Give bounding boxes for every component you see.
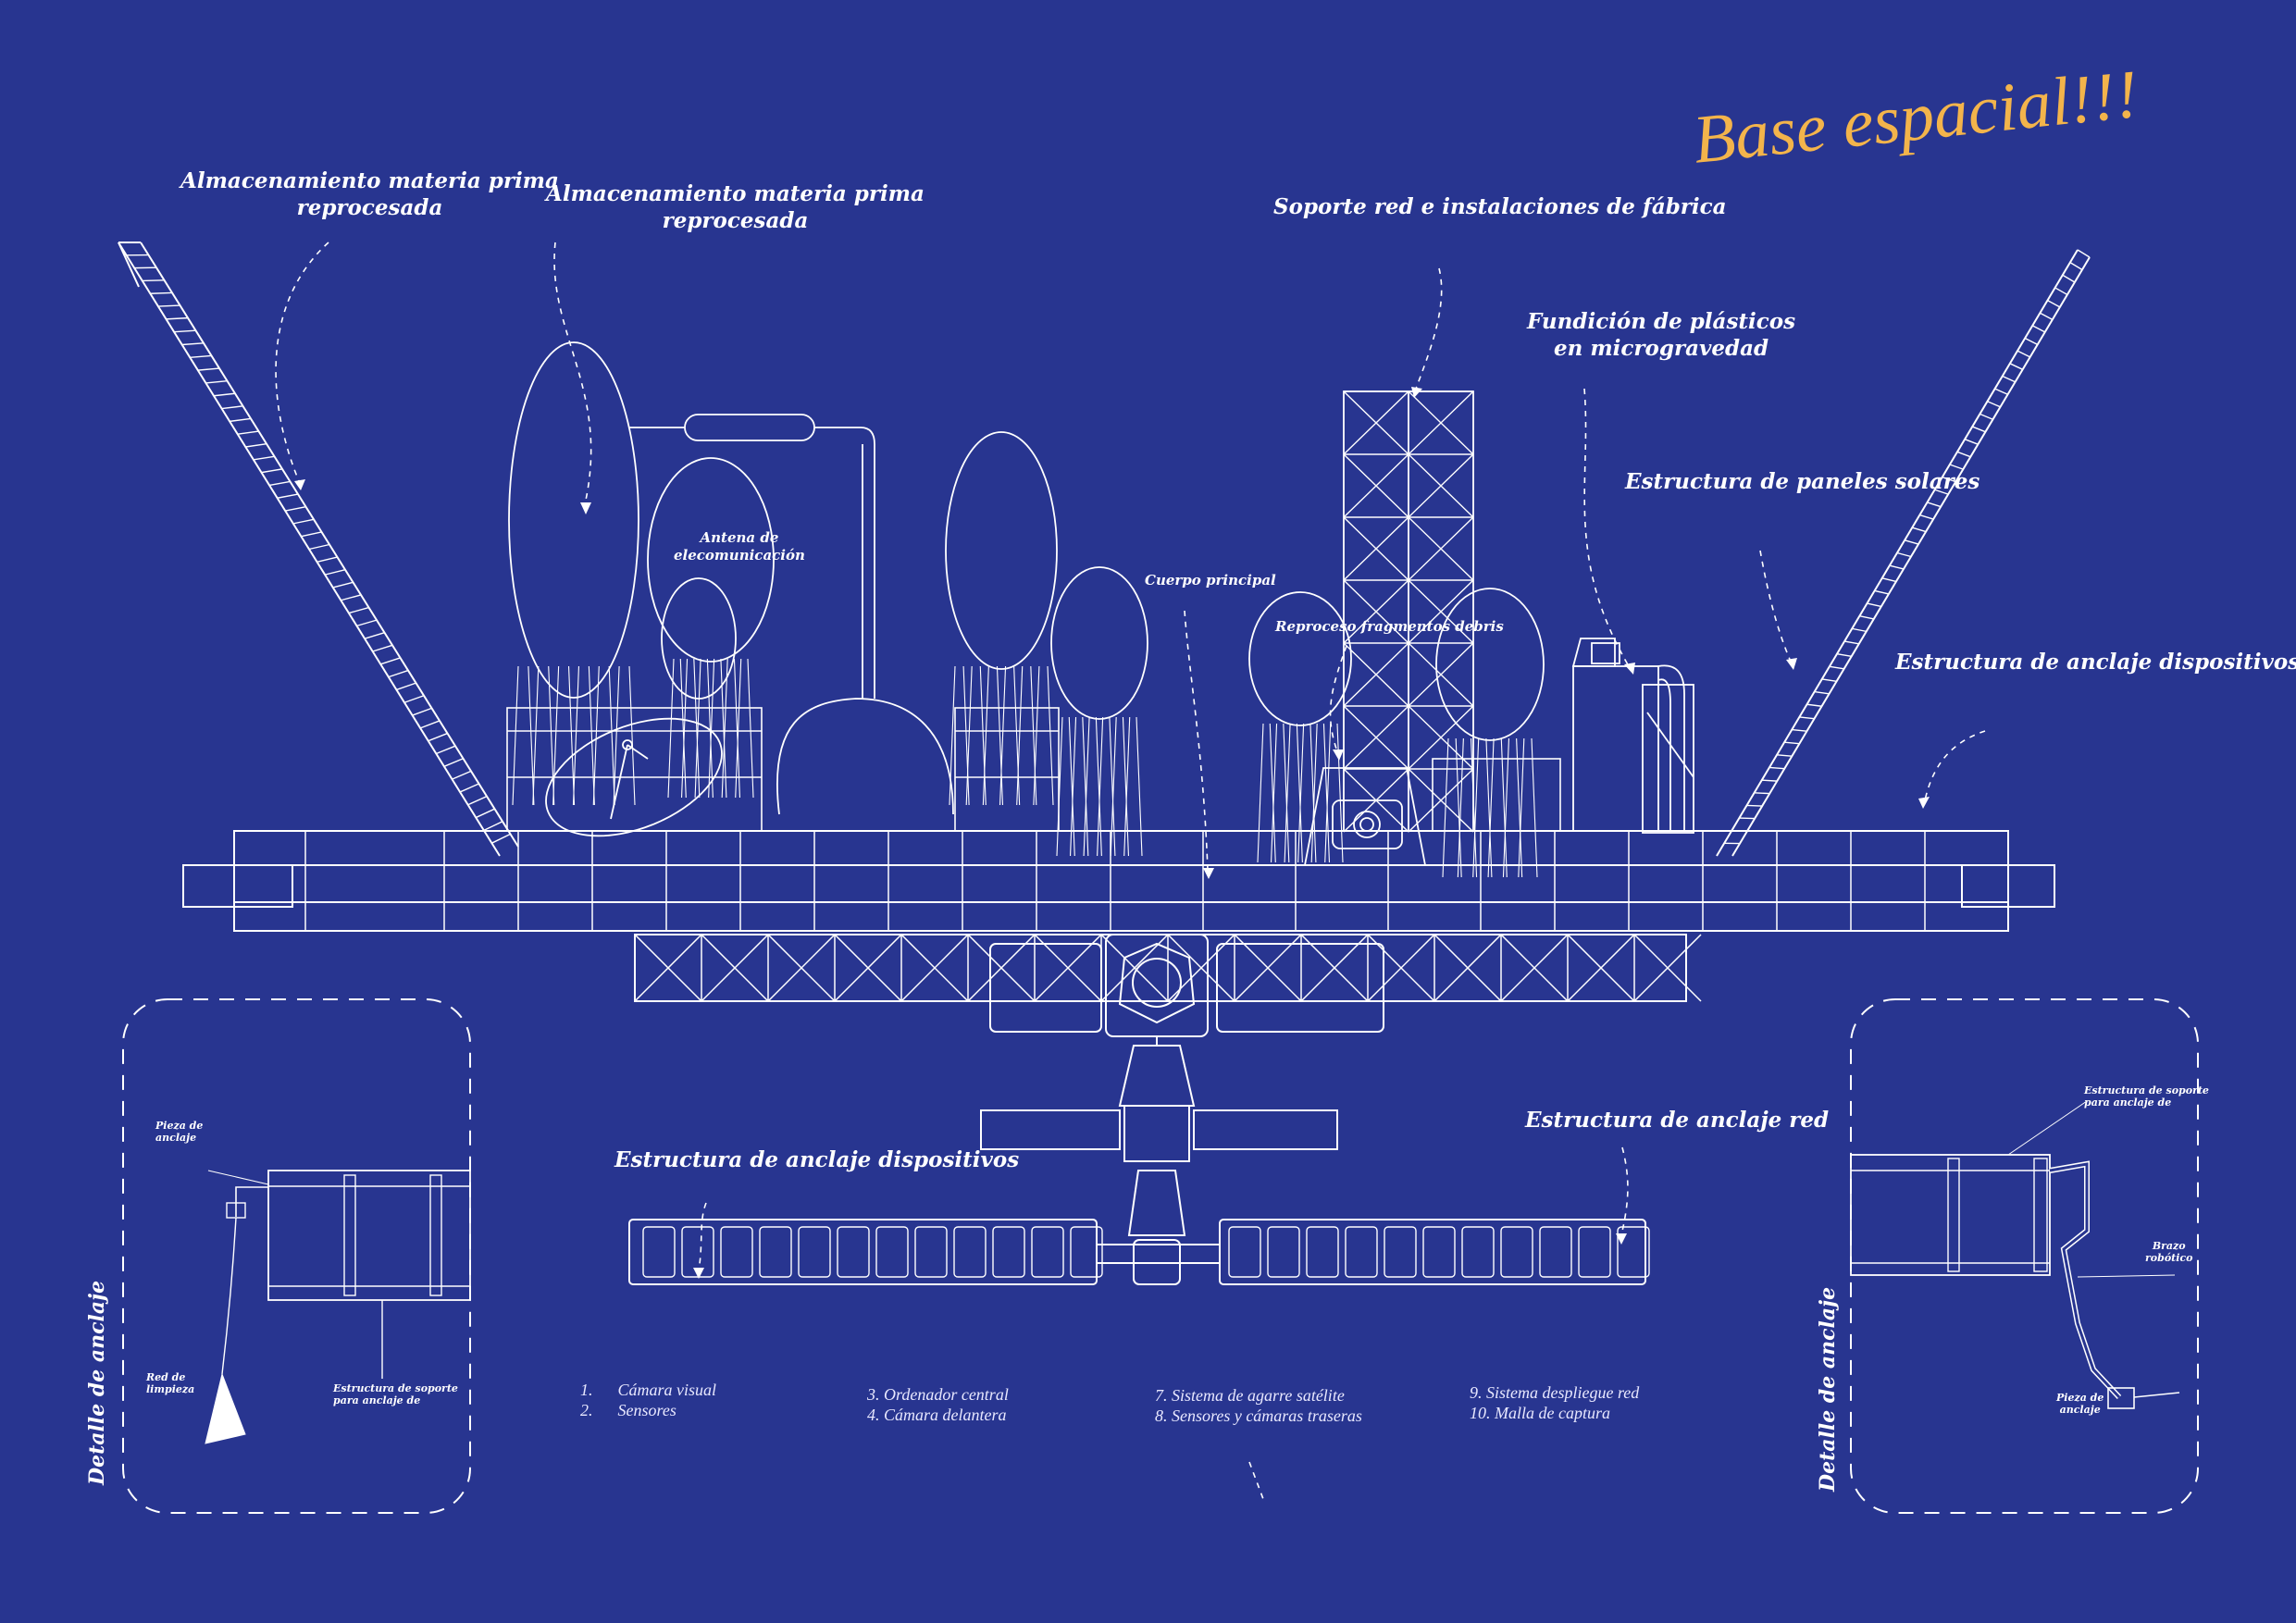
label-storage-center-line2: reprocesada [662, 207, 809, 233]
label-antenna-line2: elecomunicación [674, 546, 805, 564]
left-solar-arm [118, 242, 519, 857]
label-storage-left: Almacenamiento materia prima reprocesada [180, 168, 559, 222]
detail-left-title: Detalle de anclaje [85, 1280, 109, 1485]
legend-col1: 1. Cámara visual 2. Sensores [580, 1381, 716, 1420]
label-storage-left-line1: Almacenamiento materia prima [180, 168, 559, 193]
detail-right-anchor-piece-line2: anclaje [2059, 1404, 2101, 1417]
label-solar-structure: Estructura de paneles solares [1625, 469, 1980, 494]
label-net-support: Soporte red e instalaciones de fábrica [1273, 194, 1727, 219]
detail-right-anchor-piece: Pieza de anclaje [2056, 1392, 2104, 1416]
label-main-body: Cuerpo principal [1145, 572, 1276, 588]
label-plastic-melting: Fundición de plásticos en microgravedad [1527, 309, 1795, 363]
detail-left-support-line2: para anclaje de [333, 1394, 421, 1407]
detail-left-support-line1: Estructura de soporte [333, 1382, 458, 1394]
label-device-anchor-bottom: Estructura de anclaje dispositivos [614, 1147, 1020, 1172]
label-device-anchor-right: Estructura de anclaje dispositivos [1895, 650, 2296, 675]
legend-item: 7. Sistema de agarre satélite [1155, 1386, 1345, 1405]
legend-item: 2. Sensores [580, 1400, 676, 1419]
label-debris-reprocess: Reproceso fragmentos debris [1275, 618, 1504, 635]
detail-box-right [1850, 998, 2199, 1514]
legend-item: 4. Cámara delantera [867, 1405, 1007, 1424]
label-plastic-melting-line1: Fundición de plásticos [1527, 309, 1796, 334]
label-storage-left-line2: reprocesada [296, 194, 443, 220]
detail-right-support-line2: para anclaje de [2084, 1096, 2172, 1109]
right-solar-arm [1716, 249, 2091, 857]
detail-left-cleaning-net: Red de limpieza [146, 1371, 194, 1395]
legend-col2: 3. Ordenador central 4. Cámara delantera [867, 1385, 1009, 1425]
legend-col3: 7. Sistema de agarre satélite 8. Sensore… [1155, 1386, 1362, 1426]
detail-left-anchor-piece-line1: Pieza de [155, 1120, 204, 1132]
detail-right-robot-arm: Brazo robótico [2145, 1240, 2192, 1264]
label-antenna: Antena de elecomunicación [674, 529, 805, 564]
detail-right-robot-arm-line1: Brazo [2152, 1240, 2186, 1252]
legend-item: 1. Cámara visual [580, 1381, 717, 1399]
label-antenna-line1: Antena de [700, 529, 779, 546]
main-truss [182, 830, 2055, 1002]
detail-right-title: Detalle de anclaje [1816, 1286, 1840, 1492]
detail-right-support-line1: Estructura de soporte [2084, 1084, 2209, 1096]
detail-right-support-structure: Estructura de soporte para anclaje de [2084, 1084, 2209, 1109]
callout-arrows [275, 242, 1986, 1500]
detail-left-support-structure: Estructura de soporte para anclaje de [333, 1382, 458, 1406]
bottom-anchor-bar [628, 1219, 1650, 1285]
detail-left-anchor-piece-line2: anclaje [155, 1132, 197, 1145]
detail-right-robot-arm-line2: robótico [2145, 1252, 2193, 1265]
legend-item: 9. Sistema despliegue red [1470, 1383, 1640, 1402]
detail-box-left [122, 998, 471, 1514]
label-storage-center: Almacenamiento materia prima reprocesada [546, 181, 925, 235]
legend-item: 10. Malla de captura [1470, 1403, 1610, 1422]
dish-antenna [545, 717, 723, 837]
detail-left-cleaning-net-line2: limpieza [146, 1383, 195, 1396]
label-storage-center-line1: Almacenamiento materia prima [546, 181, 925, 206]
label-net-anchor: Estructura de anclaje red [1525, 1108, 1830, 1133]
legend-col4: 9. Sistema despliegue red 10. Malla de c… [1470, 1383, 1639, 1423]
detail-left-cleaning-net-line1: Red de [146, 1371, 186, 1383]
label-plastic-melting-line2: en microgravedad [1553, 335, 1769, 361]
legend-item: 3. Ordenador central [867, 1385, 1009, 1404]
storage-balloons [508, 341, 1545, 878]
arrow-heads [294, 387, 1930, 1279]
plastic-melting-unit [1571, 638, 1694, 834]
factory-tower [1343, 390, 1474, 833]
support-frames [506, 707, 1561, 832]
reprocess-unit [1303, 767, 1427, 866]
legend-item: 8. Sensores y cámaras traseras [1155, 1406, 1362, 1425]
detail-right-anchor-piece-line1: Pieza de [2056, 1392, 2104, 1404]
detail-left-anchor-piece: Pieza de anclaje [155, 1120, 203, 1144]
